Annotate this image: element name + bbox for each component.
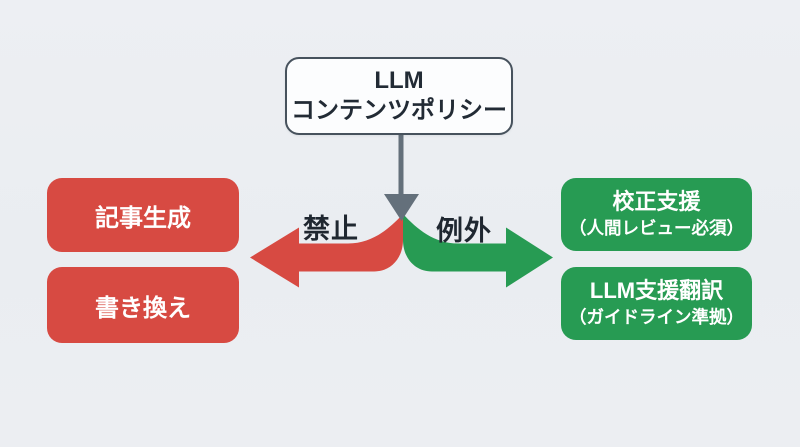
branch-label-prohibited: 禁止: [303, 213, 359, 244]
exception-item-title: 校正支援: [612, 189, 701, 215]
policy-title-line2: コンテンツポリシー: [291, 97, 507, 124]
down-arrow-icon: [384, 194, 419, 221]
prohibited-arrow-icon: [250, 214, 403, 288]
policy-title-line1: LLM: [374, 66, 424, 94]
prohibited-item-label: 書き換え: [95, 294, 191, 322]
prohibited-item-article-generation: 記事生成: [47, 178, 239, 252]
down-arrow-shaft: [398, 133, 404, 196]
exception-item-condition: （人間レビュー必須）: [569, 217, 744, 238]
policy-box: LLM コンテンツポリシー: [285, 57, 513, 135]
exception-item-condition: （ガイドライン準拠）: [569, 306, 744, 327]
exception-item-proofreading: 校正支援 （人間レビュー必須）: [561, 178, 752, 251]
prohibited-item-rewriting: 書き換え: [47, 267, 239, 343]
exceptions-arrow-icon: [403, 214, 553, 288]
prohibited-item-label: 記事生成: [95, 204, 191, 232]
exception-item-translation: LLM支援翻訳 （ガイドライン準拠）: [561, 267, 752, 340]
branch-label-exceptions: 例外: [436, 215, 492, 246]
exception-item-title: LLM支援翻訳: [589, 278, 724, 304]
